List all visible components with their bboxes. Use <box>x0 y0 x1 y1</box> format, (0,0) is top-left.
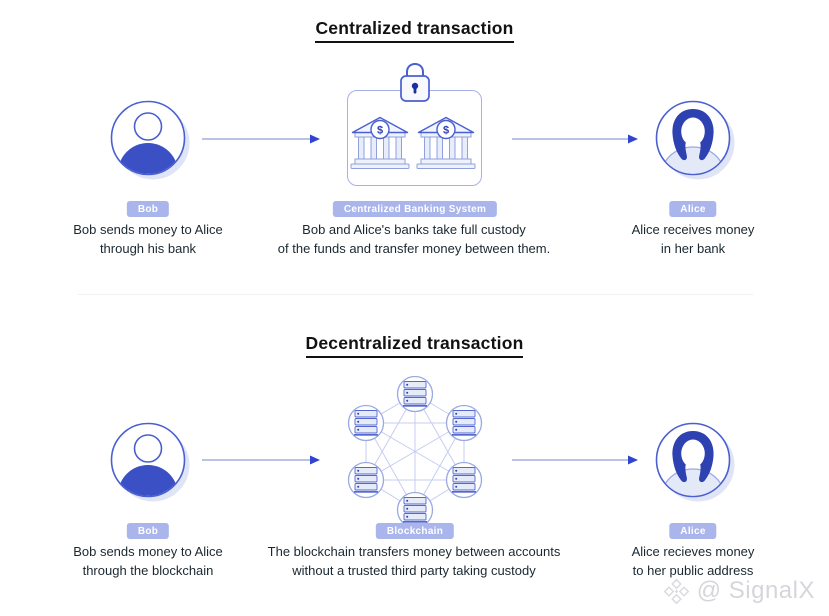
arrow-right-icon <box>512 134 638 144</box>
section-divider <box>78 294 753 295</box>
badge-bob: Bob <box>126 523 170 539</box>
lock-icon <box>400 62 430 102</box>
bank-icon <box>416 116 476 170</box>
server-node-icon <box>347 404 385 442</box>
bob-avatar-icon <box>107 419 193 505</box>
caption-alice-centralized: Alice receives money in her bank <box>631 222 755 256</box>
server-node-icon <box>396 376 434 413</box>
badge-centralized-banking-system: Centralized Banking System <box>332 201 498 217</box>
bob-avatar-icon <box>107 97 193 183</box>
caption-blockchain-decentralized: The blockchain transfers money between a… <box>267 544 561 578</box>
blockchain-network-icon <box>347 376 483 529</box>
signalx-logo-icon <box>663 578 690 604</box>
alice-avatar-icon <box>652 419 738 505</box>
badge-blockchain: Blockchain <box>375 523 455 539</box>
caption-alice-decentralized: Alice recieves money to her public addre… <box>631 544 755 578</box>
badge-alice: Alice <box>669 201 717 217</box>
arrow-right-icon <box>202 455 320 465</box>
server-node-icon <box>347 461 385 499</box>
badge-bob: Bob <box>126 201 170 217</box>
server-node-icon <box>445 461 483 499</box>
bank-icon <box>350 116 410 170</box>
caption-banks-centralized: Bob and Alice's banks take full custody … <box>277 222 551 256</box>
badge-alice: Alice <box>669 523 717 539</box>
caption-bob-decentralized: Bob sends money to Alice through the blo… <box>73 544 223 578</box>
section-title-decentralized: Decentralized transaction <box>0 333 829 358</box>
arrow-right-icon <box>202 134 320 144</box>
centralized-system-box <box>347 90 482 186</box>
arrow-right-icon <box>512 455 638 465</box>
alice-avatar-icon <box>652 97 738 183</box>
watermark: @ SignalX <box>663 577 815 605</box>
section-title-centralized: Centralized transaction <box>0 18 829 43</box>
caption-bob-centralized: Bob sends money to Alice through his ban… <box>73 222 223 256</box>
watermark-text: @ SignalX <box>696 577 815 604</box>
server-node-icon <box>445 404 483 442</box>
